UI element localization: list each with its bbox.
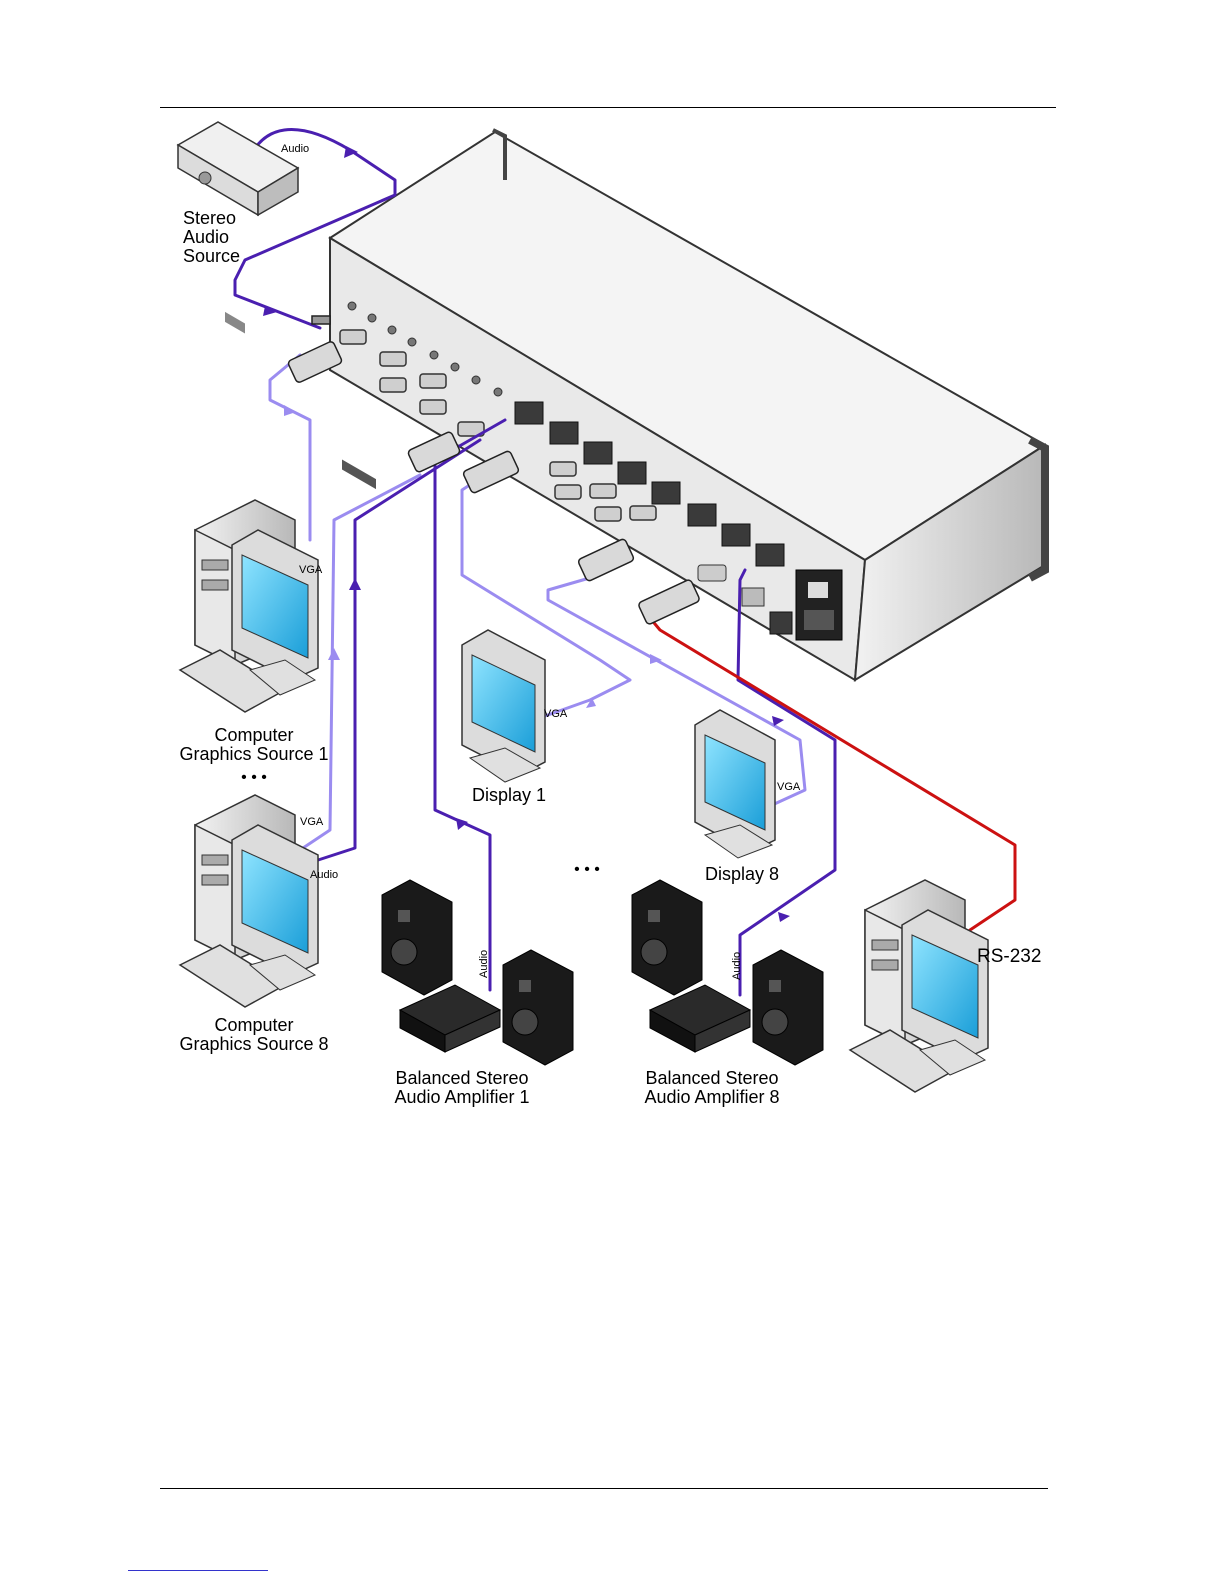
computer-icon [180, 500, 318, 712]
computer-source8-label-2: Graphics Source 8 [179, 1034, 328, 1054]
vga-label-source8: VGA [300, 816, 324, 828]
monitor-icon [462, 630, 545, 782]
stereo-audio-source-label-1: Stereo [183, 208, 236, 228]
rs232-label: RS-232 [977, 946, 1041, 967]
amp1-label-2: Audio Amplifier 1 [394, 1087, 529, 1107]
display1-label: Display 1 [472, 785, 546, 805]
audio-cable-label-source: Audio [281, 143, 309, 155]
vga-label-display8: VGA [777, 781, 801, 793]
amp8-label-2: Audio Amplifier 8 [644, 1087, 779, 1107]
speaker-icon [632, 880, 702, 995]
computer-source8-label-1: Computer [214, 1015, 293, 1035]
speaker-icon [382, 880, 452, 995]
monitor-icon [695, 710, 775, 858]
display8-label: Display 8 [705, 864, 779, 884]
amp8-label-1: Balanced Stereo [645, 1068, 778, 1088]
computer-source1-label-2: Graphics Source 1 [179, 744, 328, 764]
computer-source1-label-1: Computer [214, 725, 293, 745]
stereo-audio-source-label-3: Source [183, 246, 240, 266]
ellipsis-displays: • • • [574, 861, 600, 878]
amp1-label-1: Balanced Stereo [395, 1068, 528, 1088]
ellipsis-sources: • • • [241, 769, 267, 786]
vga-label-display1: VGA [544, 708, 568, 720]
computer-icon [850, 880, 988, 1092]
stereo-audio-source-label-2: Audio [183, 227, 229, 247]
vga-label-source1: VGA [299, 564, 323, 576]
audio-label-amp8: Audio [731, 952, 743, 980]
speaker-icon [503, 950, 573, 1065]
audio-label-amp1: Audio [478, 950, 490, 978]
speaker-icon [753, 950, 823, 1065]
audio-label-source8: Audio [310, 869, 338, 881]
computer-icon [180, 795, 318, 1007]
amplifier-icon [400, 985, 500, 1052]
amplifier-icon [650, 985, 750, 1052]
